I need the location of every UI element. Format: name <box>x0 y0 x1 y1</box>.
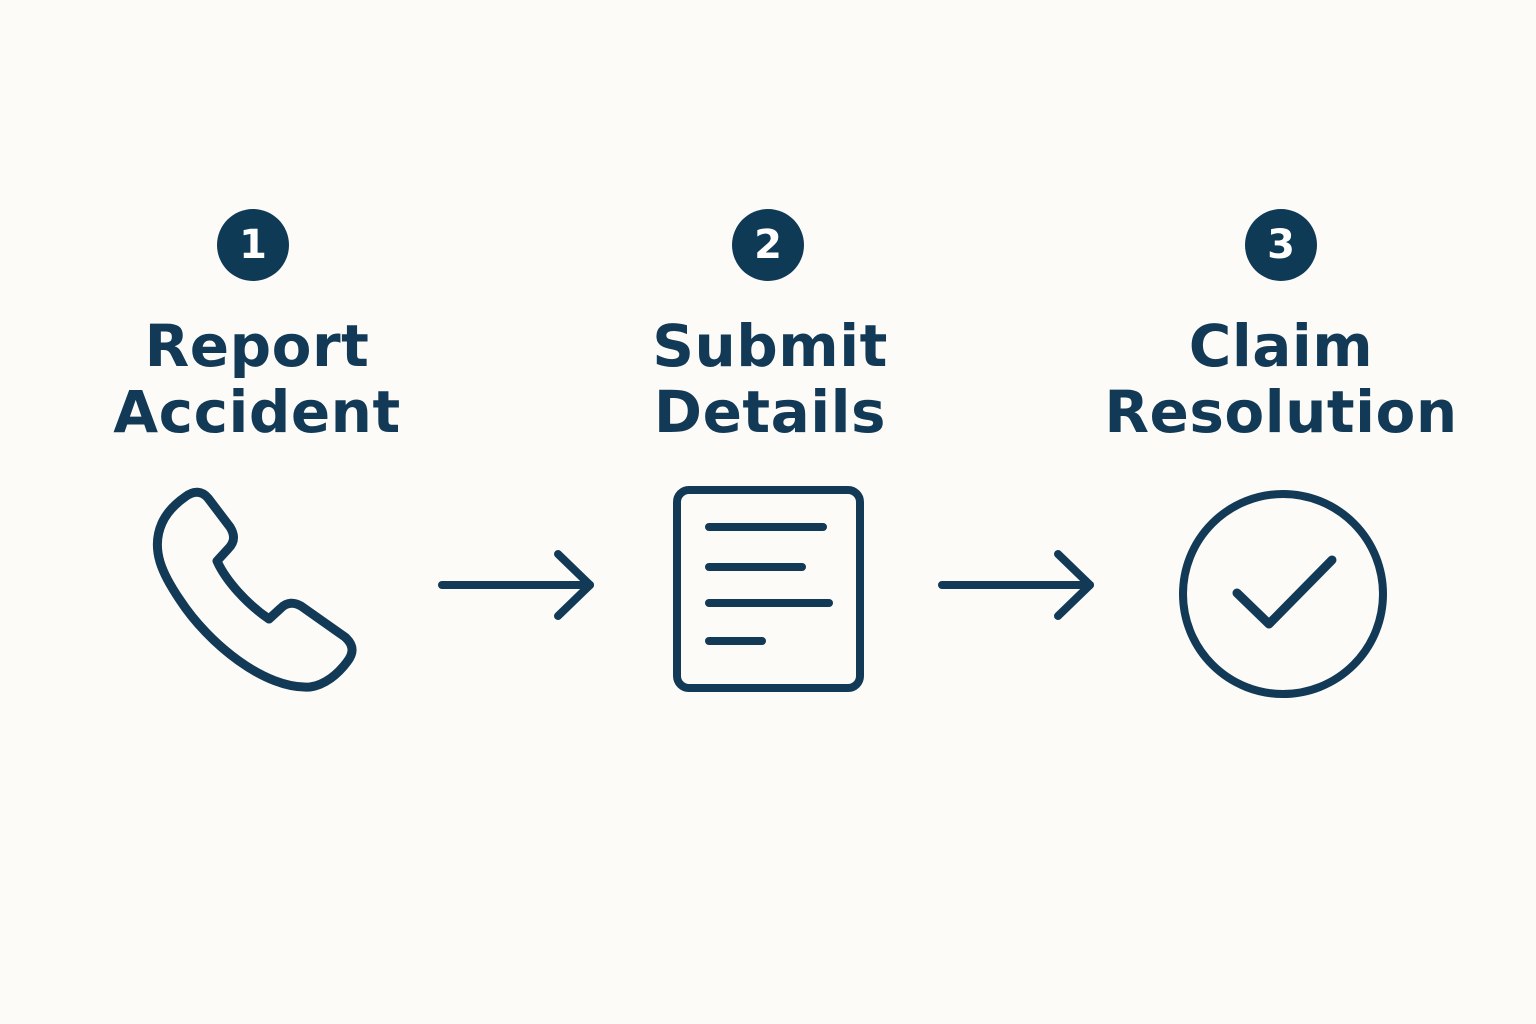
step-number-1: 1 <box>239 222 267 268</box>
arrow-right-icon <box>438 550 594 620</box>
step-title-3-line-2: Resolution <box>1104 378 1458 446</box>
phone-icon <box>152 487 357 692</box>
check-circle-icon <box>1179 490 1387 698</box>
step-number-3: 3 <box>1267 222 1295 268</box>
step-number-badge-1: 1 <box>217 209 289 281</box>
step-number-2: 2 <box>754 222 782 268</box>
step-title-3: Claim Resolution <box>1081 313 1481 445</box>
arrow-right-icon <box>938 550 1094 620</box>
step-number-badge-2: 2 <box>732 209 804 281</box>
step-title-2: Submit Details <box>570 313 970 445</box>
step-title-2-line-1: Submit <box>652 312 888 380</box>
step-number-badge-3: 3 <box>1245 209 1317 281</box>
step-title-3-line-1: Claim <box>1188 312 1374 380</box>
step-title-2-line-2: Details <box>653 378 887 446</box>
step-title-1-line-2: Accident <box>113 378 401 446</box>
step-title-1-line-1: Report <box>144 312 370 380</box>
document-icon <box>673 486 864 692</box>
step-title-1: Report Accident <box>57 313 457 445</box>
